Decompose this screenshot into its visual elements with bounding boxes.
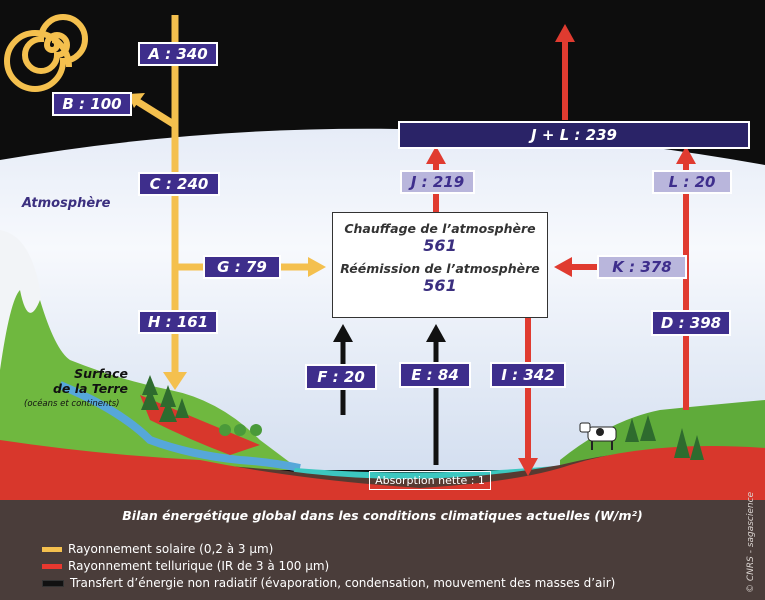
legend-item-nonradiative: Transfert d’énergie non radiatif (évapor… xyxy=(42,576,615,590)
legend-text-solar: Rayonnement solaire (0,2 à 3 µm) xyxy=(68,542,274,556)
surface-label-line1: Surface xyxy=(74,366,128,381)
atmosphere-label: Atmosphère xyxy=(22,196,111,211)
box-j-plus-l: J + L : 239 xyxy=(398,121,750,149)
surface-label-line2: de la Terre xyxy=(52,381,128,396)
round-trees xyxy=(219,424,262,436)
solar-arrowhead-reflect xyxy=(128,93,145,108)
solar-arrowhead-ground xyxy=(163,372,187,390)
box-k: K : 378 xyxy=(597,255,687,279)
red-arrowhead-i xyxy=(518,458,538,476)
atmosphere-heating-box: Chauffage de l’atmosphère 561 Réémission… xyxy=(332,212,548,318)
reemission-value: 561 xyxy=(423,276,457,295)
legend-text-nonradiative: Transfert d’énergie non radiatif (évapor… xyxy=(70,576,616,590)
ground-red-band xyxy=(0,440,765,500)
heating-value: 561 xyxy=(423,236,457,255)
credit-text: © CNRS - sagascience xyxy=(746,491,756,593)
box-c: C : 240 xyxy=(138,172,220,196)
surface-sublabel: (océans et continents) xyxy=(24,399,120,409)
box-l: L : 20 xyxy=(652,170,732,194)
heating-title: Chauffage de l’atmosphère xyxy=(344,221,536,236)
trees-right xyxy=(625,415,704,460)
red-arrowhead-space xyxy=(555,24,575,42)
net-absorption-label: Absorption nette : 1 xyxy=(369,471,491,490)
trees-left xyxy=(141,375,189,422)
sun-spiral-icon xyxy=(4,14,88,92)
legend-swatch-telluric xyxy=(42,563,62,569)
legend-text-telluric: Rayonnement tellurique (IR de 3 à 100 µm… xyxy=(68,559,330,573)
legend-swatch-solar xyxy=(42,546,62,552)
box-j: J : 219 xyxy=(400,170,475,194)
legend-panel xyxy=(0,500,765,600)
box-g: G : 79 xyxy=(203,255,281,279)
credit-container: © CNRS - sagascience xyxy=(742,475,762,595)
box-d: D : 398 xyxy=(651,310,731,336)
box-b: B : 100 xyxy=(52,92,132,116)
diagram-caption: Bilan énergétique global dans les condit… xyxy=(122,508,643,523)
black-arrowhead-f xyxy=(333,324,353,342)
reemission-title: Réémission de l’atmosphère xyxy=(340,261,540,276)
legend-item-telluric: Rayonnement tellurique (IR de 3 à 100 µm… xyxy=(42,559,329,573)
box-f: F : 20 xyxy=(305,364,377,390)
river xyxy=(58,381,301,472)
red-arrowhead-k xyxy=(554,257,572,277)
black-arrowhead-e xyxy=(426,324,446,342)
box-a: A : 340 xyxy=(138,42,218,66)
box-e: E : 84 xyxy=(399,362,471,388)
red-arrowhead-l xyxy=(676,146,696,164)
legend-swatch-nonradiative xyxy=(42,579,64,587)
box-i: I : 342 xyxy=(490,362,566,388)
red-arrowhead-j xyxy=(426,146,446,164)
legend-item-solar: Rayonnement solaire (0,2 à 3 µm) xyxy=(42,542,273,556)
solar-arrowhead-atmo xyxy=(308,257,326,277)
cow-icon xyxy=(579,422,617,450)
box-h: H : 161 xyxy=(138,310,218,334)
